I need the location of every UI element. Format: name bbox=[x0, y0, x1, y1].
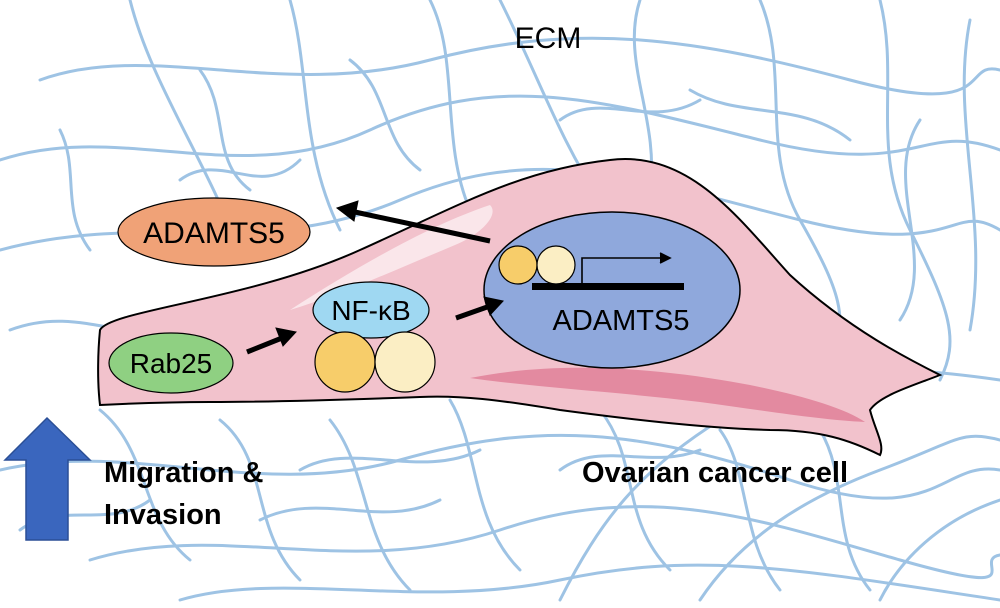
arrow-nucleus-to-secreted-head bbox=[335, 200, 359, 222]
arrow-nfkb-to-nucleus bbox=[455, 303, 491, 321]
cell-shadow-band bbox=[470, 367, 865, 422]
nfkb-badge bbox=[312, 281, 430, 339]
adamts5-secreted-label: ADAMTS5 bbox=[143, 217, 285, 250]
migration-label-line1: Migration & bbox=[104, 457, 264, 489]
ecm-label: ECM bbox=[515, 22, 582, 55]
nfkb-subunit-cream bbox=[374, 331, 436, 393]
arrow-rab25-to-nfkb bbox=[246, 335, 283, 355]
transcription-start-arrow-icon bbox=[581, 252, 672, 283]
flow-arrows bbox=[246, 200, 504, 355]
nfkb-subunit-orange bbox=[314, 331, 376, 393]
arrow-nucleus-to-secreted bbox=[354, 209, 491, 244]
rab25-label: Rab25 bbox=[130, 348, 213, 379]
rab25-badge bbox=[108, 332, 234, 394]
ovarian-cancer-cell-label: Ovarian cancer cell bbox=[582, 457, 848, 489]
nfkb-label: NF-κB bbox=[331, 295, 410, 326]
nucleus-subunit-cream bbox=[536, 245, 576, 285]
nucleus-subunit-orange bbox=[498, 245, 538, 285]
arrow-rab25-to-nfkb-head bbox=[275, 327, 297, 347]
migration-label-line2: Invasion bbox=[104, 499, 222, 531]
gene-bar bbox=[532, 283, 684, 290]
arrow-nfkb-to-nucleus-head bbox=[483, 296, 504, 316]
adamts5-secreted-badge bbox=[117, 197, 311, 267]
up-arrow-icon bbox=[3, 416, 92, 541]
adamts5-gene-label: ADAMTS5 bbox=[553, 305, 690, 337]
